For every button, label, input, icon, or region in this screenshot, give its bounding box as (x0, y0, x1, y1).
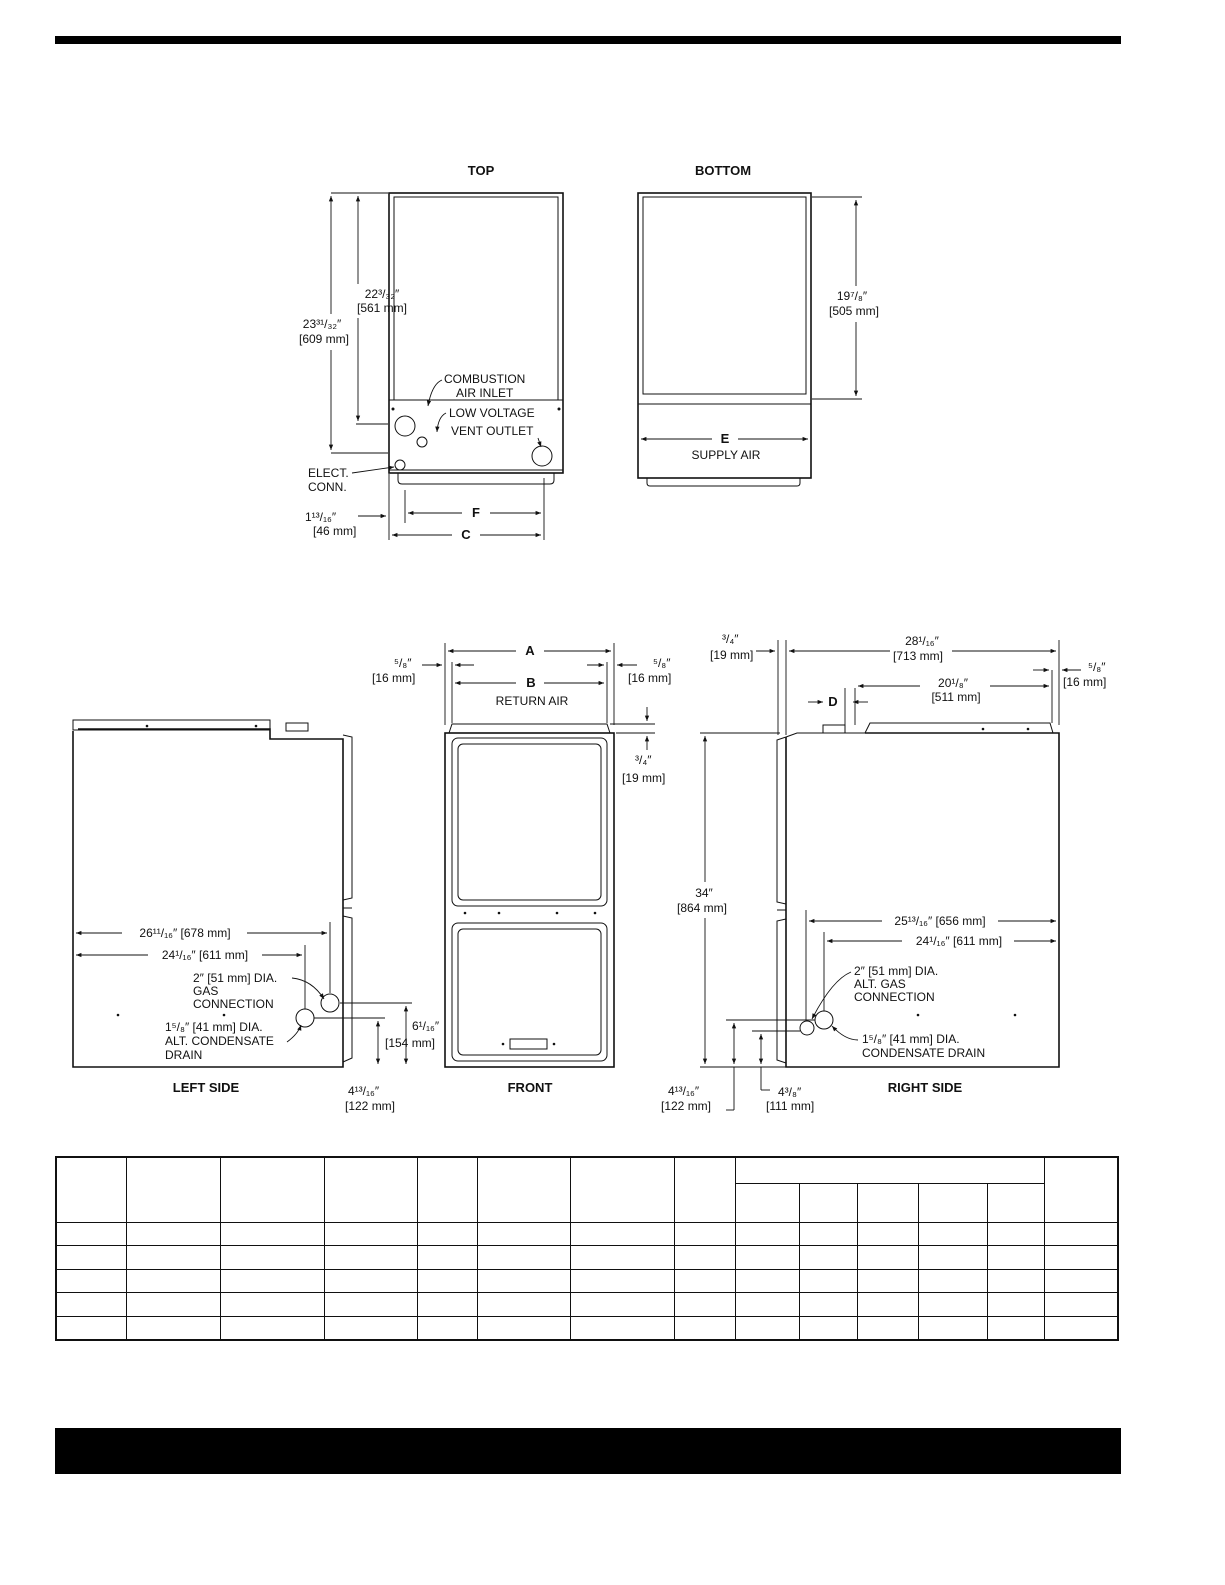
right-depth-frac: 28¹/₁₆″ (905, 634, 940, 648)
left-gas-label-1: 2″ [51 mm] DIA. (193, 971, 277, 985)
dim-d: D (828, 694, 837, 709)
front-view: FRONT A B RETURN AIR ⁵/₈″ [16 mm] ⁵/₈″ [… (372, 643, 671, 1095)
bottom-view-outline (637, 192, 812, 479)
right-side-view: RIGHT SIDE ³/₄″ [19 mm] 28¹/₁₆″ [713 mm]… (661, 632, 1106, 1113)
left-gas-label-2: GAS (193, 984, 218, 998)
top-view-title: TOP (468, 163, 495, 178)
top-height-overall-frac: 23³¹/₃₂″ (303, 317, 342, 331)
supply-air-label: SUPPLY AIR (692, 448, 761, 462)
left-dim-2: 24¹/₁₆″ [611 mm] (162, 948, 248, 962)
top-height-panel-mm: [561 mm] (357, 301, 407, 315)
right-gas-label-3: CONNECTION (854, 990, 935, 1004)
left-side-view: LEFT SIDE 26¹¹/₁₆″ [678 mm] 24¹/₁₆″ [611… (72, 719, 440, 1113)
elect-conn-label-1: ELECT. (308, 466, 349, 480)
table-row (55, 1315, 1119, 1341)
header-rule (55, 36, 1121, 44)
bottom-view: BOTTOM 19⁷/₈″ [505 mm] E SUPPLY AIR (637, 163, 879, 487)
low-voltage-icon (416, 436, 428, 448)
right-depth-mm: [713 mm] (893, 649, 943, 663)
table-header-row (55, 1156, 1119, 1223)
right-h-gas-mm: [111 mm] (766, 1099, 814, 1113)
front-right-gap-mm: [16 mm] (628, 671, 671, 685)
top-height-overall-mm: [609 mm] (299, 332, 349, 346)
right-vent-span-frac: 20¹/₈″ (938, 676, 969, 690)
left-drain-label-1: 1⁵/₈″ [41 mm] DIA. (165, 1020, 263, 1034)
right-front-gap-frac: ³/₄″ (722, 632, 739, 646)
vent-outlet-label: VENT OUTLET (451, 424, 534, 438)
left-h-drain-frac: 4¹³/₁₆″ (348, 1084, 380, 1098)
dim-f: F (472, 505, 480, 520)
left-h-drain-mm: [122 mm] (345, 1099, 395, 1113)
front-title: FRONT (508, 1080, 553, 1095)
dim-a: A (525, 643, 535, 658)
table-row (55, 1244, 1119, 1270)
dim-e: E (721, 431, 730, 446)
right-front-gap-mm: [19 mm] (710, 648, 753, 662)
top-offset-mm: [46 mm] (313, 524, 356, 538)
right-dim-1: 25¹³/₁₆″ [656 mm] (894, 914, 985, 928)
table-row (55, 1268, 1119, 1293)
right-h-gas-frac: 4³/₈″ (778, 1085, 802, 1099)
combustion-air-label-2: AIR INLET (456, 386, 514, 400)
left-drain-label-2: ALT. CONDENSATE (165, 1034, 274, 1048)
alt-condensate-drain-icon (295, 1008, 315, 1028)
combustion-air-inlet-icon (394, 415, 416, 437)
right-drain-label-2: CONDENSATE DRAIN (862, 1046, 985, 1060)
front-left-gap-mm: [16 mm] (372, 671, 415, 685)
front-left-gap-frac: ⁵/₈″ (394, 656, 412, 670)
left-drain-label-3: DRAIN (165, 1048, 202, 1062)
right-dim-2: 24¹/₁₆″ [611 mm] (916, 934, 1002, 948)
dimensions-table (55, 1156, 1120, 1341)
left-side-title: LEFT SIDE (173, 1080, 240, 1095)
top-view-outline (388, 192, 564, 474)
return-air-label: RETURN AIR (496, 694, 569, 708)
right-side-outline (785, 732, 1060, 1068)
front-outline (444, 732, 615, 1068)
sight-glass-icon (509, 1038, 548, 1050)
left-gas-label-3: CONNECTION (193, 997, 274, 1011)
right-h-drain-mm: [122 mm] (661, 1099, 711, 1113)
dim-b: B (526, 675, 535, 690)
elect-conn-icon (394, 459, 406, 471)
bottom-height-mm: [505 mm] (829, 304, 879, 318)
right-back-gap-frac: ⁵/₈″ (1088, 660, 1106, 674)
right-vent-span-mm: [511 mm] (931, 690, 980, 704)
right-drain-label-1: 1⁵/₈″ [41 mm] DIA. (862, 1032, 960, 1046)
top-height-panel-frac: 22³/₃₂″ (365, 287, 400, 301)
top-view: TOP 23³¹/₃₂″ [609 mm] 22³/₃₂″ [561 mm] C… (299, 163, 564, 542)
front-right-gap-frac: ⁵/₈″ (653, 656, 671, 670)
front-top-gap-frac: ³/₄″ (635, 753, 652, 767)
right-height-frac: 34″ (695, 886, 713, 900)
footer-bar (55, 1428, 1121, 1474)
left-dim-1: 26¹¹/₁₆″ [678 mm] (139, 926, 230, 940)
left-h-gas-frac: 6¹/₁₆″ (412, 1019, 440, 1033)
right-h-drain-frac: 4¹³/₁₆″ (668, 1084, 700, 1098)
front-top-gap-mm: [19 mm] (622, 771, 665, 785)
combustion-air-label-1: COMBUSTION (444, 372, 525, 386)
elect-conn-label-2: CONN. (308, 480, 347, 494)
bottom-view-title: BOTTOM (695, 163, 751, 178)
alt-gas-connection-icon (814, 1010, 834, 1030)
left-side-outline (72, 728, 344, 1068)
right-side-title: RIGHT SIDE (888, 1080, 963, 1095)
gas-connection-icon (320, 993, 340, 1013)
right-back-gap-mm: [16 mm] (1063, 675, 1106, 689)
low-voltage-label: LOW VOLTAGE (449, 406, 535, 420)
bottom-height-frac: 19⁷/₈″ (837, 289, 868, 303)
table-row (55, 1291, 1119, 1317)
top-offset-frac: 1¹³/₁₆″ (305, 510, 337, 524)
table-row (55, 1221, 1119, 1246)
vent-outlet-icon (531, 445, 553, 467)
right-gas-label-2: ALT. GAS (854, 977, 906, 991)
condensate-drain-icon (799, 1020, 815, 1036)
right-height-mm: [864 mm] (677, 901, 727, 915)
dim-c: C (461, 527, 471, 542)
right-gas-label-1: 2″ [51 mm] DIA. (854, 964, 938, 978)
left-h-gas-mm: [154 mm] (385, 1036, 435, 1050)
